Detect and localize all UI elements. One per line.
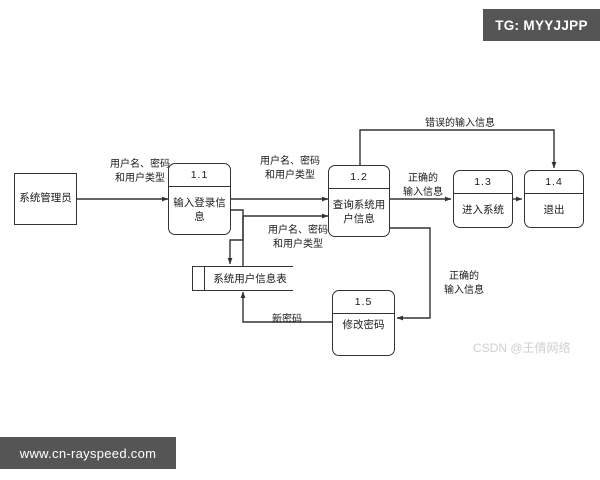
data-store-tab <box>193 267 205 290</box>
flow-label-new-password: 新密码 <box>257 313 317 327</box>
flow-p12-to-p15 <box>390 227 431 321</box>
flow-label-line-1: 新密码 <box>272 314 302 325</box>
flow-label-line-2: 输入信息 <box>444 284 484 296</box>
process-1-3-number: 1.3 <box>454 171 512 194</box>
flow-label-line-1: 用户名、密码 <box>110 159 170 170</box>
flow-label-line-1: 用户名、密码 <box>268 225 328 236</box>
process-1-5-label: 修改密码 <box>342 319 385 331</box>
flow-label-line-2: 和用户类型 <box>273 238 323 250</box>
process-1-2-label: 查询系统用户信息 <box>332 198 386 225</box>
flow-label-p11-to-p12: 用户名、密码 和用户类型 <box>240 155 340 182</box>
data-store-label: 系统用户信息表 <box>213 273 287 285</box>
process-1-2[interactable]: 1.2 查询系统用户信息 <box>328 165 390 237</box>
process-1-2-number: 1.2 <box>329 166 389 189</box>
process-1-1-number: 1.1 <box>169 164 230 187</box>
flow-label-line-2: 和用户类型 <box>265 169 315 181</box>
flow-label-line-2: 和用户类型 <box>115 172 165 184</box>
process-1-4[interactable]: 1.4 退出 <box>524 170 584 228</box>
flow-label-line-1: 正确的 <box>408 173 438 184</box>
flow-label-correct-input-p13: 正确的 输入信息 <box>393 172 453 199</box>
process-1-1[interactable]: 1.1 输入登录信息 <box>168 163 231 235</box>
external-entity-label: 系统管理员 <box>19 192 72 205</box>
flow-label-line-1: 错误的输入信息 <box>425 118 495 129</box>
process-1-4-number: 1.4 <box>525 171 583 194</box>
external-entity-system-administrator[interactable]: 系统管理员 <box>14 173 77 225</box>
flow-label-admin-to-p11: 用户名、密码 和用户类型 <box>90 158 190 185</box>
process-1-4-label: 退出 <box>543 203 565 216</box>
flow-p15-to-store <box>240 291 332 323</box>
flow-p12-to-p14-error <box>359 129 557 169</box>
flow-label-line-1: 用户名、密码 <box>260 156 320 167</box>
process-1-3-label: 进入系统 <box>462 203 504 216</box>
flow-label-correct-input-p15: 正确的 输入信息 <box>434 270 494 297</box>
flow-label-error-input: 错误的输入信息 <box>390 117 530 131</box>
flow-label-store-to-p12: 用户名、密码 和用户类型 <box>248 224 348 251</box>
watermark-text: CSDN @王倩网络 <box>473 341 571 355</box>
flow-p11-to-store <box>227 209 244 265</box>
process-1-5-number: 1.5 <box>333 291 394 314</box>
flow-label-line-2: 输入信息 <box>403 186 443 198</box>
process-1-3[interactable]: 1.3 进入系统 <box>453 170 513 228</box>
site-url-banner: www.cn-rayspeed.com <box>0 437 176 469</box>
data-store-system-user-table[interactable]: 系统用户信息表 <box>192 266 293 291</box>
tg-banner: TG: MYYJJPP <box>483 9 600 41</box>
process-1-5[interactable]: 1.5 修改密码 <box>332 290 395 356</box>
process-1-1-label: 输入登录信息 <box>173 196 226 223</box>
flow-label-line-1: 正确的 <box>449 271 479 282</box>
